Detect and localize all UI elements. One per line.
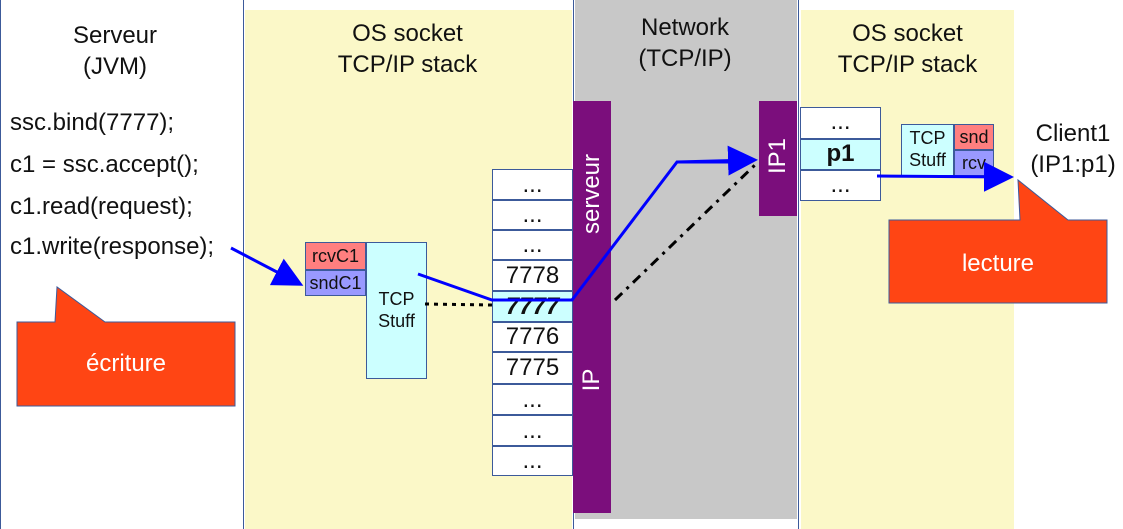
snd-buffer: sndC1 (305, 270, 366, 296)
server-port-cell: ... (492, 169, 573, 200)
separator (243, 0, 244, 529)
client-arrow (876, 161, 1014, 192)
client-port-cell: ... (800, 107, 881, 139)
code-line: ssc.bind(7777); (10, 109, 175, 136)
server-port-cell: 7777 (492, 291, 573, 322)
tcp-stuff-client-label: TCP Stuff (909, 128, 946, 170)
separator (798, 0, 799, 529)
read-callout: lecture (961, 250, 1035, 277)
server-port-cell: ... (492, 446, 573, 476)
data-path-arrow (676, 145, 758, 176)
network-panel (575, 0, 797, 519)
server-port-cell: ... (492, 384, 573, 415)
tcp-stuff-server-label: TCP Stuff (378, 289, 415, 331)
dotted-link (613, 161, 759, 302)
server-port-cell: 7775 (492, 352, 573, 384)
write-arrow (230, 246, 304, 286)
client-ip-bar (759, 101, 797, 216)
tcp-stuff-server (366, 242, 427, 379)
server-port-cell: 7776 (492, 322, 573, 352)
rcv-buffer: rcvC1 (305, 242, 366, 270)
client-port-cell: ... (800, 170, 881, 201)
os-server-title: OS socket TCP/IP stack (337, 20, 478, 78)
write-callout-shape (16, 286, 236, 407)
server-port-cell: ... (492, 200, 573, 230)
dotted-link (424, 302, 493, 307)
server-port-cell: ... (492, 415, 573, 446)
code-line: c1.read(request); (10, 193, 193, 220)
code-line: c1 = ssc.accept(); (10, 151, 199, 178)
code-line: c1.write(response); (10, 233, 215, 260)
server-title: Serveur (JVM) (72, 22, 158, 80)
separator (0, 0, 1, 529)
tcp-stuff-client (901, 124, 954, 176)
client-port-cell: p1 (800, 139, 881, 170)
server-port-cell: 7778 (492, 260, 573, 291)
server-port-cell: ... (492, 230, 573, 260)
read-callout-shape (888, 178, 1108, 304)
os-client-title: OS socket TCP/IP stack (837, 20, 978, 78)
write-callout: écriture (85, 350, 167, 377)
snd-buffer-client: snd (954, 124, 994, 150)
network-title: Network (TCP/IP) (638, 14, 732, 72)
server-ip-bar (573, 101, 611, 513)
client-title: Client1 (IP1:p1) (1030, 120, 1116, 178)
